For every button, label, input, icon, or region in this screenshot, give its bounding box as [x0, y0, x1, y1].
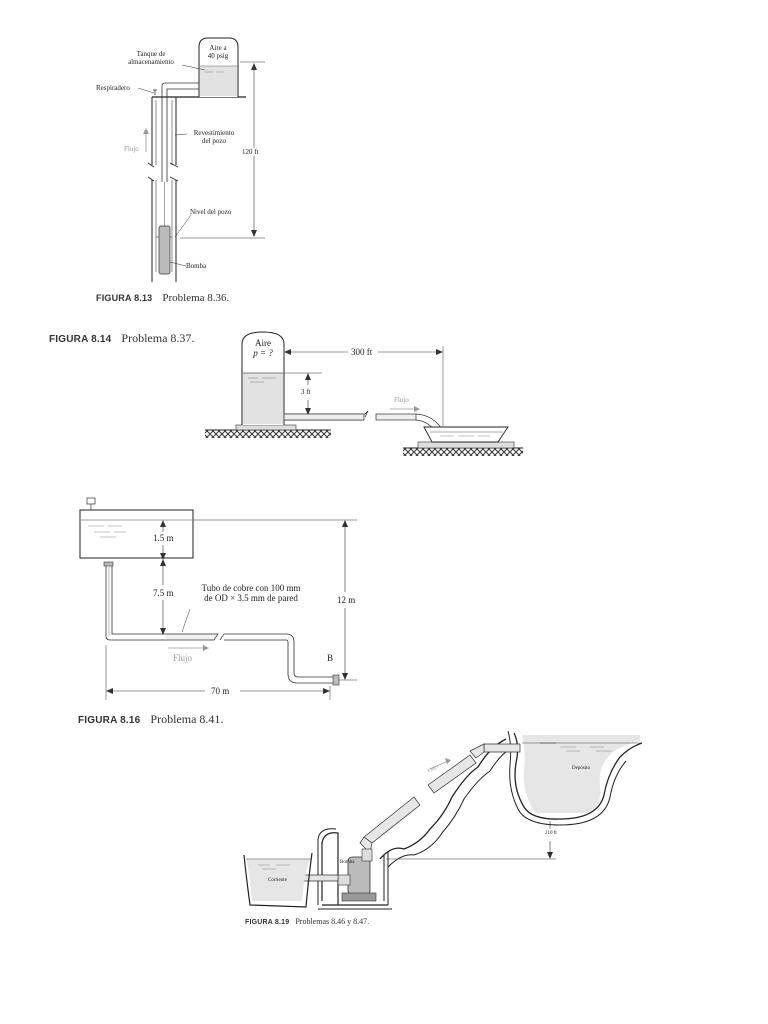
caption-text: Problema 8.36. [162, 292, 230, 304]
figure-8-14-caption: FIGURA 8.14 Problema 8.37. [49, 329, 194, 347]
casing-line1: Revestimiento [193, 129, 235, 137]
figure-8-13-drawing [137, 37, 265, 282]
drop-label: 7.5 m [153, 588, 174, 598]
point-b-label: B [327, 653, 334, 663]
caption-number: FIGURA 8.16 [78, 715, 141, 726]
caption-text: Problemas 8.46 y 8.47. [295, 917, 370, 926]
length-label: 70 m [211, 686, 230, 696]
figure-8-14: FIGURA 8.14 Problema 8.37. [0, 320, 768, 470]
pipe-spec-line2: de OD × 3.5 mm de pared [204, 593, 298, 603]
well-level-label: Nivel del pozo [190, 208, 232, 216]
caption-number: FIGURA 8.19 [245, 919, 290, 926]
vent-label: Respiradero [96, 84, 130, 92]
caption-text: Problema 8.37. [121, 331, 195, 345]
storage-tank-label: Tanque de almacenamiento [114, 50, 188, 66]
distance-label: 300 ft [351, 347, 373, 357]
pipe-spec-line1: Tubo de cobre con 100 mm [201, 583, 301, 593]
caption-number: FIGURA 8.13 [96, 293, 153, 303]
height-label: 210 ft [545, 831, 557, 836]
figure-8-19: Flujo Depósito 210 ft Bomba Corriente FI… [0, 725, 768, 935]
flow-label: Flujo [173, 653, 193, 663]
figure-8-16-caption: FIGURA 8.16 Problema 8.41. [78, 710, 223, 728]
pump-label: Bomba [186, 262, 207, 270]
figure-8-14-drawing [205, 331, 523, 456]
storage-tank-line2: almacenamiento [128, 58, 174, 66]
figure-8-16: 1.5 m 7.5 m Tubo de cobre con 100 mm de … [0, 490, 768, 730]
figure-8-16-drawing [79, 497, 357, 700]
storage-tank-line1: Tanque de [136, 50, 166, 58]
pipe-spec-label: Tubo de cobre con 100 mm de OD × 3.5 mm … [186, 583, 316, 603]
tank-air-label: Aire a 40 psig [200, 44, 236, 60]
total-height-label: 12 m [337, 595, 356, 605]
pump-label: Bomba [340, 860, 355, 865]
tank-air-label-line1: Aire a [209, 44, 227, 52]
stream-label: Corriente [268, 878, 287, 883]
water-depth-label: 1.5 m [153, 533, 174, 543]
flow-label: Flujo [124, 145, 139, 153]
caption-number: FIGURA 8.14 [49, 334, 112, 345]
height-label: 120 ft [242, 148, 259, 156]
figure-8-13: Aire a 40 psig Tanque de almacenamiento … [0, 0, 768, 305]
tank-line1: Aire [255, 338, 271, 348]
caption-text: Problema 8.41. [150, 712, 224, 726]
tank-air-label-line2: 40 psig [207, 52, 229, 60]
figure-8-19-drawing [243, 730, 643, 910]
casing-label: Revestimiento del pozo [184, 129, 244, 145]
figure-8-13-caption: FIGURA 8.13 Problema 8.36. [96, 288, 229, 306]
flow-label: Flujo [394, 396, 409, 404]
casing-line2: del pozo [202, 137, 226, 145]
tank-line2: p = ? [253, 348, 273, 358]
tank-label: Aire p = ? [242, 338, 284, 358]
height-label: 3 ft [301, 388, 311, 396]
figure-8-19-caption: FIGURA 8.19 Problemas 8.46 y 8.47. [245, 911, 369, 929]
reservoir-label: Depósito [572, 766, 591, 771]
